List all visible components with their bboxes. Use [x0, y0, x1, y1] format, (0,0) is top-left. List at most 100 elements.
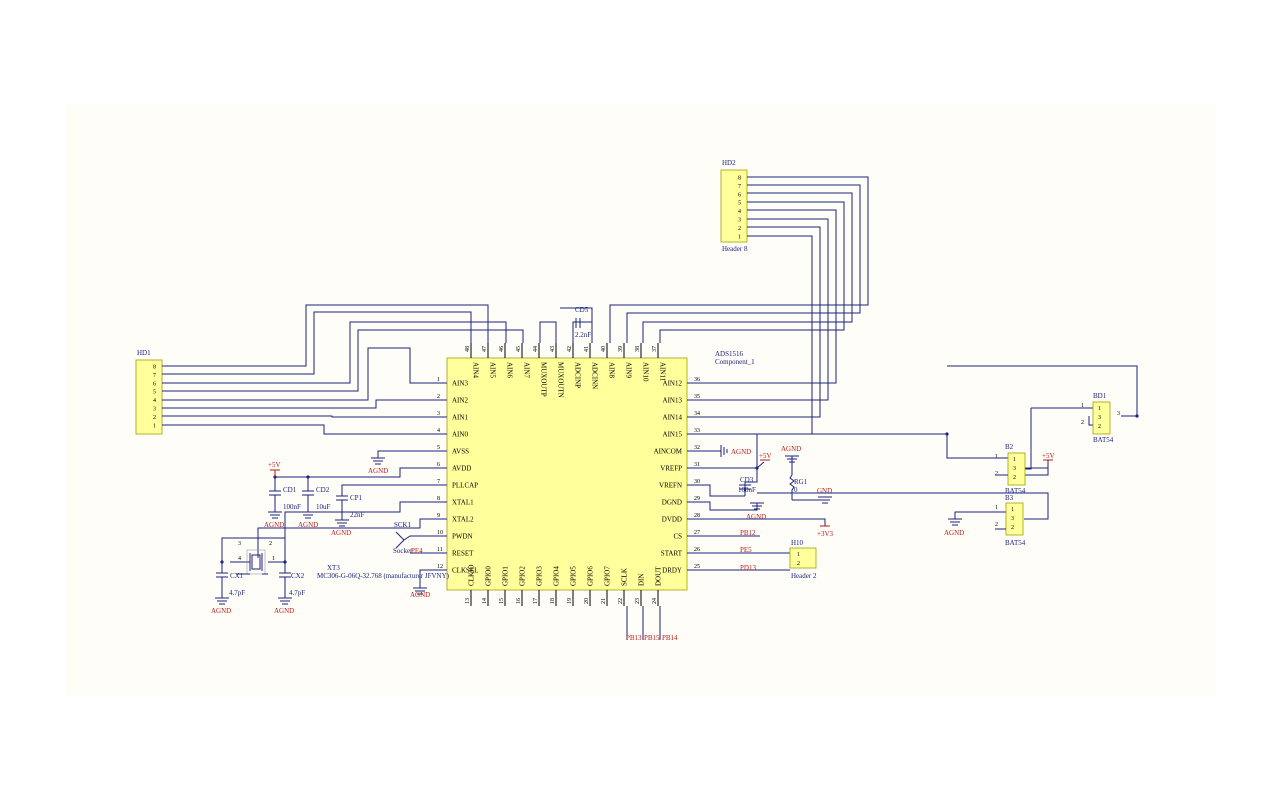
agnd-label-3: AGND [298, 521, 318, 529]
ic-pin-name: AIN7 [523, 362, 531, 378]
bd1-pin-label-1: 1 [1098, 406, 1101, 412]
b2-pin-label-3: 3 [1013, 466, 1016, 472]
diode-bd1[interactable]: BD1 1 3 2 1 2 3 BAT54 [1081, 392, 1120, 444]
header-h10[interactable]: H10 1 2 Header 2 [789, 539, 817, 580]
b2-pin-label-1: 1 [1013, 457, 1016, 463]
capacitor-cp1[interactable]: CP1 22nF [336, 494, 365, 520]
capacitor-cd1[interactable]: CD1 100nF [269, 486, 301, 512]
hd1-pin: 5 [153, 390, 156, 396]
ic-pin-number: 16 [516, 598, 522, 604]
b3-ref: B3 [1005, 494, 1014, 502]
agnd-label-4: AGND [331, 529, 351, 537]
hd2-name: Header 8 [722, 245, 748, 253]
ic-pin-name: ADCINP [574, 362, 582, 388]
ic-pin-name: AIN13 [663, 397, 683, 405]
ic-pin-number: 28 [694, 513, 700, 519]
ic-pin-name: AIN11 [659, 362, 667, 382]
hd2-pin: 6 [738, 192, 741, 198]
h10-pin2: 2 [797, 561, 800, 567]
b2-pin1: 1 [995, 454, 998, 460]
capacitor-cd3[interactable]: CD3 100nF [738, 476, 756, 494]
ic-pin-name: AIN1 [452, 414, 468, 422]
ic-pin-number: 2 [437, 394, 440, 400]
ic-pin-name: CLKSEL [452, 567, 478, 575]
capacitor-cd5[interactable]: CD5 2.2nF [575, 306, 591, 339]
ic-pin-number: 22 [618, 598, 624, 604]
sck1-ref: SCK1 [394, 521, 412, 529]
agnd-label-5: AGND [211, 607, 231, 615]
gnd-symbol: GND [792, 487, 832, 504]
pb13-label: PB13 [626, 634, 642, 642]
wires-mux [539, 307, 593, 343]
ic-pin-name: MUXOUTP [540, 362, 548, 397]
socket-sck1[interactable]: SCK1 Socket [393, 521, 447, 555]
pe4-label: PE4 [411, 547, 423, 555]
power-p5v-vref: +5V [759, 452, 772, 461]
ic-pin-number: 4 [437, 428, 440, 434]
b3-pin-label-3: 3 [1011, 516, 1014, 522]
capacitor-cx2[interactable]: CX2 4.7pF [279, 572, 305, 598]
bd1-pin-label-3: 3 [1098, 415, 1101, 421]
ic-pin-number: 32 [694, 445, 700, 451]
ic-pin-name: CS [673, 533, 682, 541]
ic-pin-name: GPIO4 [553, 566, 561, 586]
agnd-symbol-6: AGND [274, 597, 294, 615]
diode-b2[interactable]: B2 1 3 2 1 2 BAT54 [995, 443, 1026, 495]
agnd-symbol-4: AGND [331, 519, 351, 537]
wires-hd2 [609, 176, 869, 435]
aincom-agnd: AGND [687, 445, 751, 457]
bd1-name: BAT54 [1093, 436, 1114, 444]
ic-pin-number: 9 [437, 513, 440, 519]
cd3-value: 100nF [738, 486, 756, 494]
crystal-xt3[interactable]: 3 4 2 1 XT3 MC306-G-06Q-32.768 (manufact… [221, 537, 450, 580]
power-p5v-left: +5V [268, 461, 281, 477]
ic-pin-name: DOUT [655, 566, 663, 586]
ic-pin-name: AIN0 [452, 431, 468, 439]
hd1-pin: 6 [153, 381, 156, 387]
agnd-label-11: AGND [944, 529, 964, 537]
capacitor-cx1[interactable]: CX1 4.7pF [216, 572, 245, 598]
ic-pin-name: VREFP [660, 465, 682, 473]
hd1-pin: 7 [153, 373, 156, 379]
ic-pin-number: 5 [437, 445, 440, 451]
capacitor-cd2[interactable]: CD2 10uF [302, 486, 331, 512]
resistor-rg1[interactable]: AGND RG1 0 [781, 445, 808, 500]
ic-pin-name: GPIO3 [536, 566, 544, 586]
h10-ref: H10 [791, 539, 804, 547]
cx1-ref: CX1 [230, 572, 244, 580]
ic-pin-name: AIN12 [663, 380, 683, 388]
bd1-pin3: 3 [1117, 411, 1120, 417]
rg1-value: 0 [794, 486, 798, 494]
ic-pin-name: AIN6 [506, 362, 514, 378]
clksel-agnd: AGND [410, 569, 447, 599]
diode-b3[interactable]: B3 1 3 2 1 2 BAT54 [995, 494, 1026, 547]
agnd-label-9: AGND [746, 513, 766, 521]
